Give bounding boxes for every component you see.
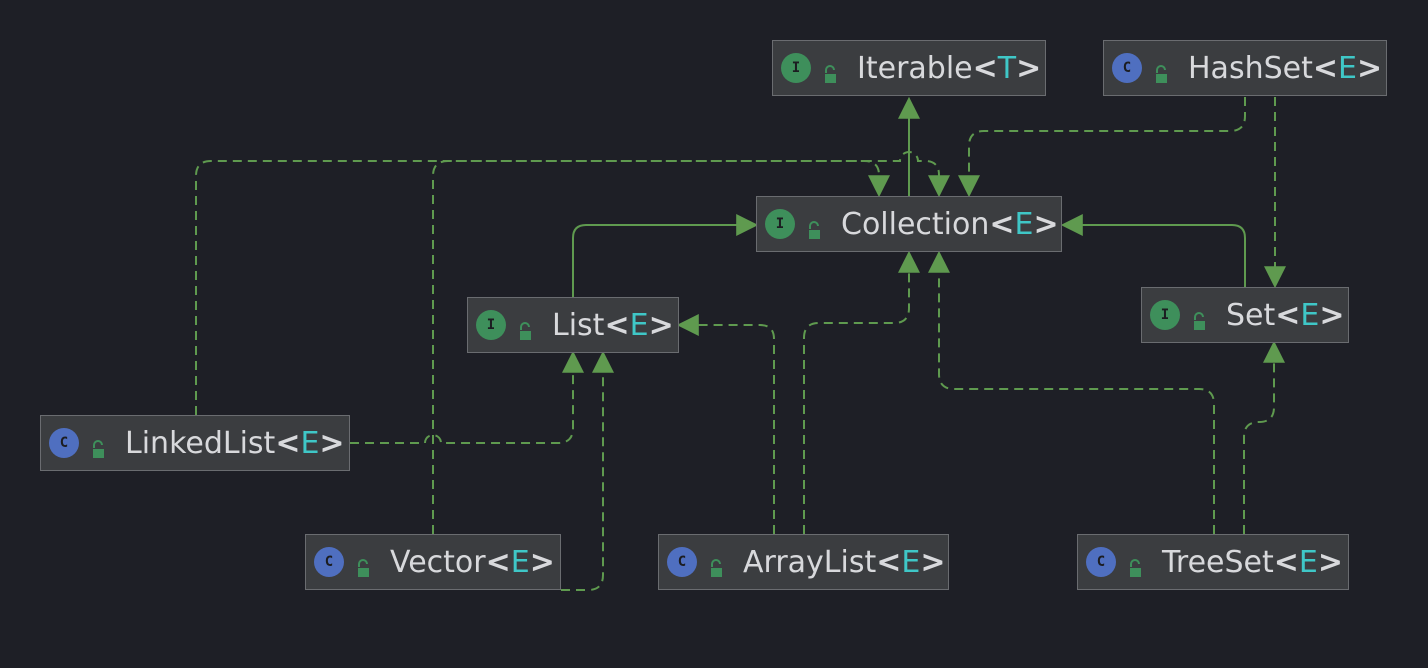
generic-close: > xyxy=(529,544,555,580)
class-name: Set xyxy=(1226,297,1276,333)
unlock-icon xyxy=(807,214,821,239)
node-linkedlist[interactable]: C LinkedList<E> xyxy=(40,415,350,471)
unlock-icon xyxy=(518,315,532,340)
class-icon: C xyxy=(667,547,697,577)
unlock-icon xyxy=(1192,305,1206,330)
generic-close: > xyxy=(1033,206,1059,242)
generic-open: < xyxy=(275,425,301,461)
type-parameter: E xyxy=(300,425,320,461)
class-name: Vector xyxy=(390,544,486,580)
unlock-icon xyxy=(1128,552,1142,577)
generic-open: < xyxy=(604,307,630,343)
generic-open: < xyxy=(1275,297,1301,333)
node-arraylist[interactable]: C ArrayList<E> xyxy=(658,534,949,590)
interface-icon: I xyxy=(781,53,811,83)
generic-close: > xyxy=(1016,50,1042,86)
edge-vector-implements-list xyxy=(561,350,614,591)
edge-arraylist-implements-list xyxy=(676,314,775,534)
interface-icon: I xyxy=(765,209,795,239)
type-parameter: T xyxy=(997,50,1017,86)
class-name: TreeSet xyxy=(1162,544,1274,580)
unlock-icon xyxy=(1154,58,1168,83)
class-icon: C xyxy=(49,428,79,458)
node-vector[interactable]: C Vector<E> xyxy=(305,534,561,590)
generic-close: > xyxy=(920,544,946,580)
edge-vector-implements-collection xyxy=(432,160,890,534)
edge-list-extends-collection xyxy=(572,214,759,297)
edge-treeset-implements-collection xyxy=(928,250,1215,534)
type-parameter: E xyxy=(629,307,649,343)
edge-set-extends-collection xyxy=(1060,214,1246,288)
generic-open: < xyxy=(485,544,511,580)
unlock-icon xyxy=(709,552,723,577)
type-parameter: E xyxy=(1300,297,1320,333)
unlock-icon xyxy=(356,552,370,577)
edge-treeset-implements-set xyxy=(1243,340,1285,534)
node-collection[interactable]: I Collection<E> xyxy=(756,196,1062,252)
generic-close: > xyxy=(319,425,345,461)
unlock-icon xyxy=(91,433,105,458)
class-name: Iterable xyxy=(857,50,973,86)
generic-open: < xyxy=(972,50,998,86)
type-parameter: E xyxy=(1338,50,1357,86)
node-hashset[interactable]: C HashSet<E> xyxy=(1103,40,1387,96)
class-icon: C xyxy=(1086,547,1116,577)
generic-close: > xyxy=(1319,297,1345,333)
edge-linkedlist-implements-list xyxy=(350,350,584,444)
class-name: HashSet xyxy=(1188,50,1313,86)
generic-open: < xyxy=(989,206,1015,242)
unlock-icon xyxy=(823,58,837,83)
class-icon: C xyxy=(314,547,344,577)
type-parameter: E xyxy=(510,544,530,580)
generic-open: < xyxy=(1312,50,1338,86)
node-treeset[interactable]: C TreeSet<E> xyxy=(1077,534,1349,590)
edge-arraylist-implements-collection xyxy=(803,250,920,534)
type-parameter: E xyxy=(1298,544,1318,580)
generic-open: < xyxy=(1273,544,1299,580)
generic-close: > xyxy=(648,307,674,343)
interface-icon: I xyxy=(1150,300,1180,330)
interface-icon: I xyxy=(476,310,506,340)
node-iterable[interactable]: I Iterable<T> xyxy=(772,40,1046,96)
generic-open: < xyxy=(876,544,902,580)
class-icon: C xyxy=(1112,53,1142,83)
type-parameter: E xyxy=(1014,206,1034,242)
class-name: List xyxy=(552,307,605,343)
edge-linkedlist-implements-collection xyxy=(195,151,950,415)
class-name: Collection xyxy=(841,206,990,242)
node-set[interactable]: I Set<E> xyxy=(1141,287,1349,343)
type-parameter: E xyxy=(901,544,921,580)
edge-hashset-implements-collection xyxy=(958,97,1246,198)
generic-close: > xyxy=(1317,544,1344,580)
class-name: LinkedList xyxy=(125,425,276,461)
node-list[interactable]: I List<E> xyxy=(467,297,679,353)
generic-close: > xyxy=(1356,50,1383,86)
class-name: ArrayList xyxy=(743,544,877,580)
